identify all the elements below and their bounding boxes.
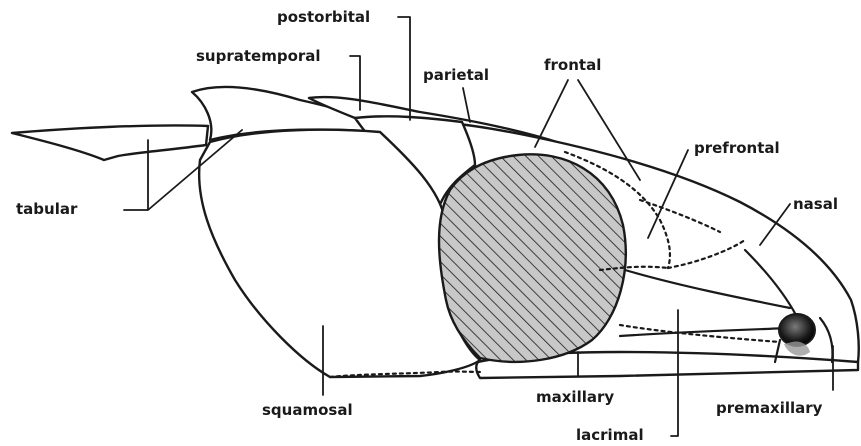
orbit	[439, 154, 626, 362]
label-premaxillary: premaxillary	[716, 399, 823, 417]
label-nasal: nasal	[793, 195, 838, 213]
postorbital-leader	[398, 17, 410, 120]
label-frontal: frontal	[544, 56, 601, 74]
frontal-leader-a	[535, 80, 568, 147]
label-prefrontal: prefrontal	[694, 139, 780, 157]
parietal-leader	[463, 88, 470, 122]
nostril	[779, 314, 815, 346]
label-postorbital: postorbital	[277, 8, 370, 26]
label-maxillary: maxillary	[536, 388, 614, 406]
label-supratemporal: supratemporal	[196, 47, 321, 65]
label-tabular: tabular	[16, 200, 78, 218]
label-squamosal: squamosal	[262, 401, 353, 419]
tabular-bone	[12, 125, 208, 160]
label-lacrimal: lacrimal	[576, 426, 644, 444]
label-parietal: parietal	[423, 66, 489, 84]
